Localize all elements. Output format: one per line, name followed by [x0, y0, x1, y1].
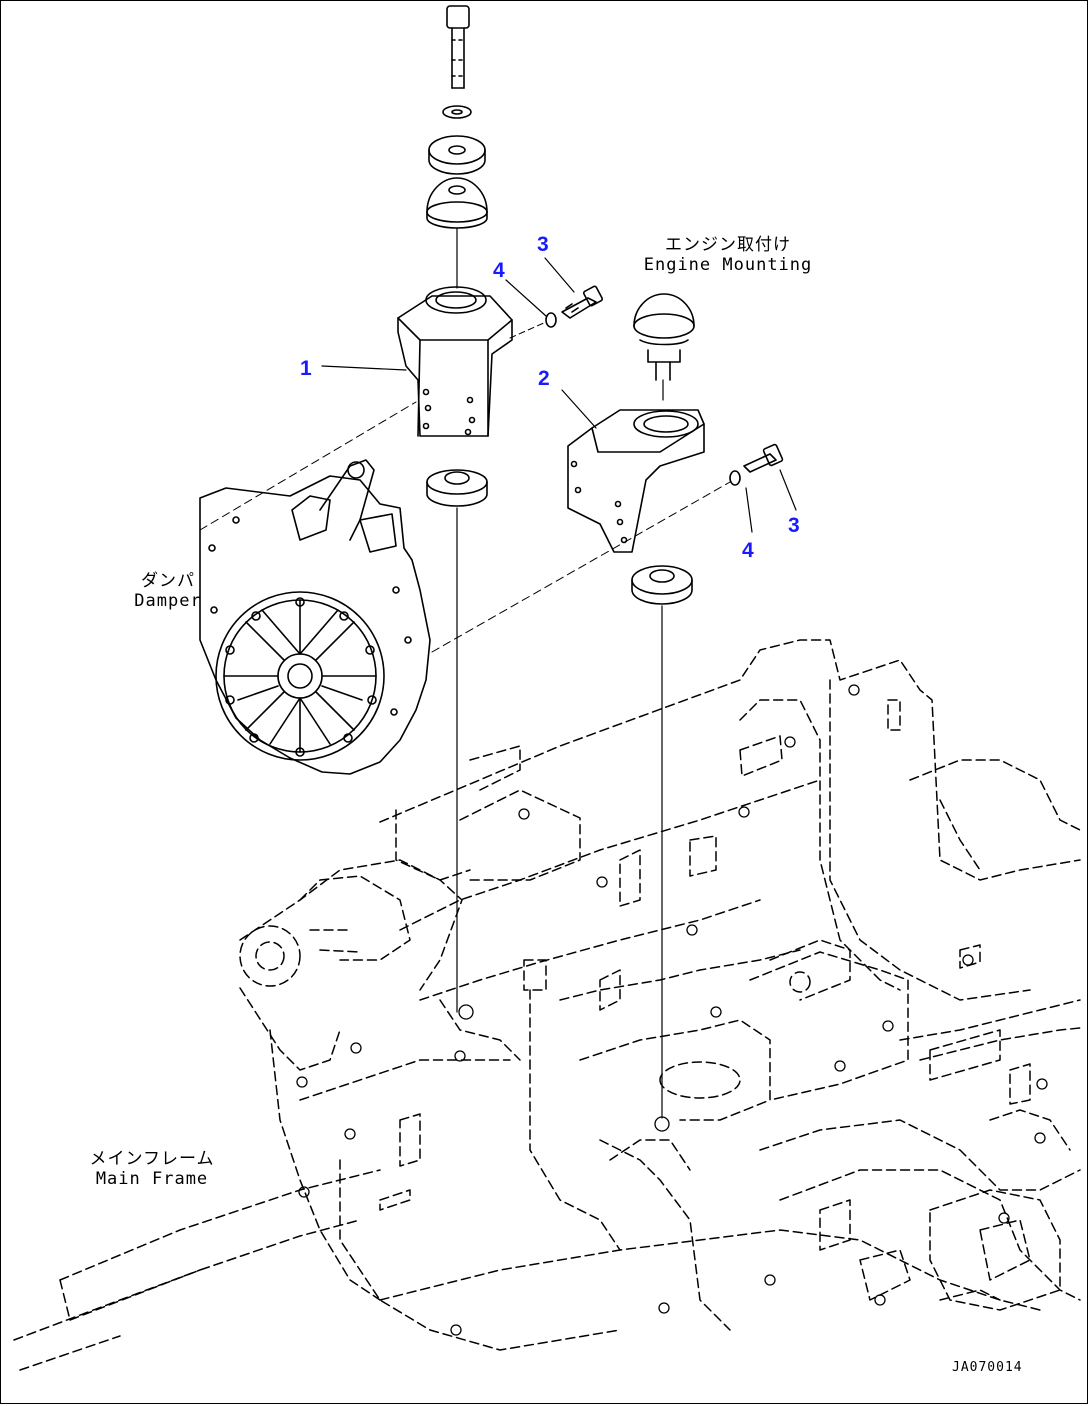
label-main-frame-jp: メインフレーム: [89, 1149, 215, 1169]
washer-part-4-top: [545, 312, 557, 328]
callout-2: 2: [538, 367, 550, 390]
rubber-cushion-right: [633, 293, 695, 381]
main-frame: [13, 639, 1081, 1371]
callout-3-right: 3: [788, 514, 800, 537]
label-main-frame-en: Main Frame: [95, 1168, 209, 1189]
callout-4-right: 4: [742, 539, 754, 562]
label-damper-jp: ダンパ: [141, 571, 195, 591]
callout-3-top: 3: [537, 233, 549, 256]
frame-fastener-heads: [296, 684, 1048, 1336]
callout-4-top: 4: [493, 259, 505, 282]
drawing-id: JA070014: [952, 1360, 1023, 1375]
lower-cushion-2: [631, 565, 693, 605]
bolt-part-3-top: [561, 285, 604, 319]
callout-leaders: [321, 257, 797, 533]
washer-part-4-right: [729, 470, 741, 486]
bracket-part-1: [397, 286, 513, 437]
bolt-part-3-right: [743, 443, 784, 473]
label-engine-mounting-jp: エンジン取付け: [665, 235, 791, 255]
lower-cushion-1: [426, 469, 488, 507]
label-damper: ダンパ Damper: [126, 571, 210, 611]
label-main-frame: メインフレーム Main Frame: [84, 1149, 220, 1189]
bracket-part-2: [567, 409, 705, 553]
cone-washer-top: [428, 135, 486, 175]
label-engine-mounting: エンジン取付け Engine Mounting: [638, 235, 818, 275]
callout-1: 1: [300, 357, 312, 380]
label-damper-en: Damper: [134, 590, 202, 611]
rubber-cushion-top: [426, 177, 488, 229]
small-washer-top: [442, 105, 472, 119]
damper-assembly: [199, 459, 431, 775]
label-engine-mounting-en: Engine Mounting: [643, 254, 813, 275]
long-bolt: [446, 5, 470, 89]
